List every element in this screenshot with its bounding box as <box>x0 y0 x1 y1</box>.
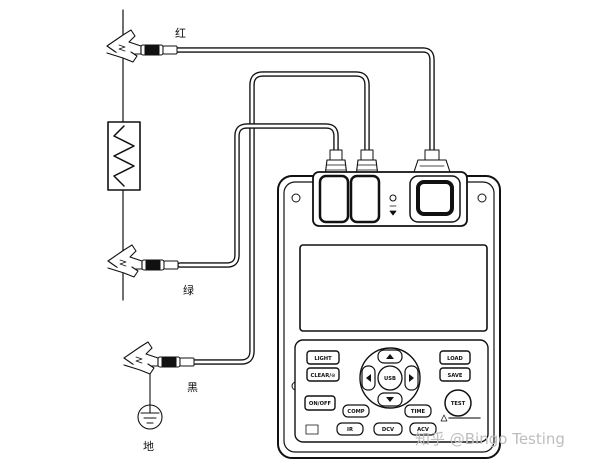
red-lead-cable <box>173 47 435 153</box>
load-button-label: LOAD <box>447 356 463 362</box>
button-labels: LIGHT CLEAR/⊙ LOAD SAVE ON/OFF COMP TIME… <box>309 356 466 433</box>
dcv-button-label: DCV <box>382 427 394 433</box>
ground-label: 地 <box>143 440 154 453</box>
time-button-label: TIME <box>411 409 426 415</box>
ground-symbol-icon <box>137 404 163 430</box>
on-off-button[interactable] <box>304 395 336 411</box>
navigation-pad[interactable] <box>359 347 421 409</box>
arrow-left-icon <box>366 374 371 382</box>
watermark: 知乎 @Bingo Testing <box>415 430 565 448</box>
acv-button-label: ACV <box>417 427 429 433</box>
lcd-display <box>299 244 488 332</box>
save-button-label: SAVE <box>448 373 463 379</box>
usb-button-label: USB <box>384 376 396 382</box>
resistor-symbol <box>107 121 141 191</box>
light-button-label: LIGHT <box>314 356 332 362</box>
test-button-label: TEST <box>451 401 466 407</box>
ir-button[interactable] <box>336 422 364 436</box>
red-alligator-clip <box>106 29 178 63</box>
load-button[interactable] <box>439 350 471 365</box>
black-lead-label: 黑 <box>187 381 198 394</box>
test-button[interactable] <box>444 389 472 417</box>
green-lead-label: 绿 <box>183 283 194 297</box>
time-button[interactable] <box>404 404 432 418</box>
on-off-button-label: ON/OFF <box>309 401 332 407</box>
green-alligator-clip <box>107 244 179 278</box>
clear-button[interactable] <box>306 367 340 382</box>
clear-button-label: CLEAR/⊙ <box>311 373 336 379</box>
comp-button-label: COMP <box>347 409 364 415</box>
warning-icon <box>440 414 448 422</box>
save-button[interactable] <box>439 367 471 382</box>
red-plug-connector <box>413 149 451 173</box>
black-alligator-clip <box>123 341 195 375</box>
light-button[interactable] <box>306 350 340 365</box>
ce-mark-icon <box>305 424 319 435</box>
dcv-button[interactable] <box>373 422 403 436</box>
terminal-block <box>312 171 468 227</box>
arrow-down-icon <box>386 397 394 402</box>
black-lead-cable <box>190 71 370 365</box>
arrow-right-icon <box>409 374 414 382</box>
comp-button[interactable] <box>342 404 370 418</box>
green-lead-cable <box>177 123 339 268</box>
arrow-up-icon <box>386 354 394 359</box>
ir-button-label: IR <box>347 427 353 433</box>
acv-button[interactable] <box>409 422 437 436</box>
red-lead-label: 红 <box>175 27 186 40</box>
